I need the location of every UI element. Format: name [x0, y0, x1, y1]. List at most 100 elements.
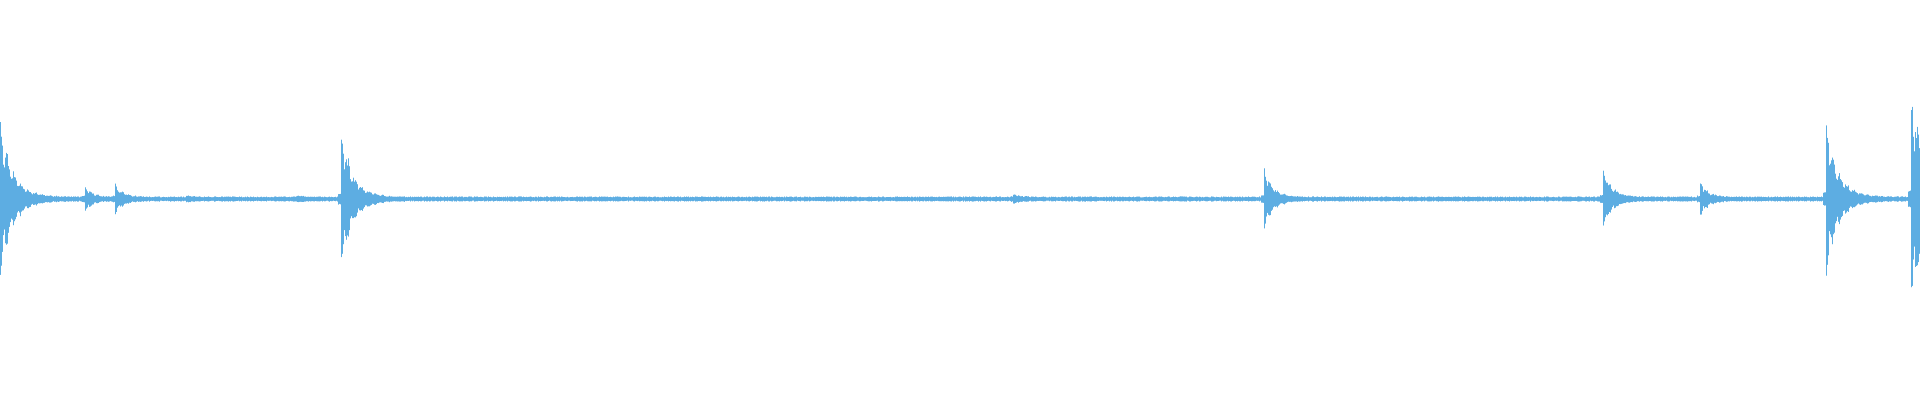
waveform-column — [616, 196, 617, 202]
waveform-column — [1328, 197, 1329, 202]
waveform-column — [164, 197, 165, 201]
waveform-column — [1321, 196, 1322, 202]
waveform-column — [1807, 197, 1808, 201]
waveform-column — [236, 197, 237, 201]
waveform-column — [644, 196, 645, 202]
waveform-column — [1277, 190, 1278, 208]
waveform-column — [295, 196, 296, 202]
waveform-column — [630, 197, 631, 201]
waveform-column — [1438, 196, 1439, 202]
waveform-column — [1481, 197, 1482, 201]
waveform-column — [1066, 196, 1067, 202]
waveform-column — [701, 196, 702, 202]
waveform-column — [898, 197, 899, 202]
waveform-column — [328, 196, 329, 202]
waveform-column — [1723, 196, 1724, 203]
waveform-column — [1612, 190, 1613, 207]
waveform-column — [672, 197, 673, 202]
waveform-column — [276, 196, 277, 202]
waveform-column — [1270, 183, 1271, 216]
waveform-column — [138, 196, 139, 202]
waveform-column — [870, 197, 871, 202]
waveform-column — [134, 196, 135, 202]
waveform-column — [327, 197, 328, 201]
waveform-column — [587, 196, 588, 202]
waveform-column — [351, 181, 352, 217]
waveform-column — [1557, 197, 1558, 201]
waveform-column — [720, 196, 721, 202]
waveform-column — [1387, 196, 1388, 202]
waveform-column — [1541, 197, 1542, 201]
waveform-column — [1006, 197, 1007, 201]
waveform-column — [678, 196, 679, 202]
waveform-column — [830, 196, 831, 202]
waveform-column — [566, 197, 567, 201]
waveform-column — [1171, 197, 1172, 201]
waveform-column — [1255, 196, 1256, 202]
waveform-column — [85, 187, 86, 211]
waveform-column — [1012, 196, 1013, 202]
waveform-column — [739, 196, 740, 201]
waveform-column — [493, 196, 494, 202]
waveform-column — [41, 194, 42, 204]
waveform-column — [384, 196, 385, 202]
waveform-column — [1298, 196, 1299, 202]
waveform-column — [1605, 180, 1606, 218]
waveform-column — [451, 196, 452, 202]
waveform-column — [1542, 197, 1543, 201]
waveform-column — [419, 197, 420, 201]
waveform-column — [1329, 196, 1330, 202]
waveform-column — [982, 197, 983, 201]
waveform-column — [75, 196, 76, 202]
waveform-column — [1031, 196, 1032, 202]
waveform-column — [1891, 196, 1892, 202]
waveform-column — [1175, 196, 1176, 202]
waveform-column — [238, 197, 239, 201]
waveform-column — [935, 197, 936, 201]
waveform-column — [966, 196, 967, 202]
waveform-column — [390, 196, 391, 202]
waveform-column — [1319, 197, 1320, 202]
waveform-column — [958, 196, 959, 202]
waveform-column — [1643, 196, 1644, 202]
waveform-column — [927, 197, 928, 201]
waveform-column — [131, 195, 132, 203]
waveform-column — [2, 145, 3, 252]
waveform-column — [1268, 181, 1269, 215]
waveform-column — [132, 196, 133, 202]
waveform-column — [90, 191, 91, 207]
waveform-column — [417, 196, 418, 202]
waveform-column — [1808, 197, 1809, 201]
waveform-column — [1324, 196, 1325, 202]
waveform-column — [356, 181, 357, 217]
waveform-column — [1010, 196, 1011, 202]
waveform-column — [1336, 197, 1337, 201]
waveform-column — [1589, 196, 1590, 202]
waveform-column — [13, 171, 14, 226]
waveform-column — [1413, 197, 1414, 201]
waveform-column — [218, 197, 219, 201]
waveform-column — [1583, 197, 1584, 201]
waveform-column — [1767, 197, 1768, 201]
waveform-column — [1724, 196, 1725, 201]
waveform-column — [658, 196, 659, 202]
waveform-column — [746, 196, 747, 202]
waveform-column — [773, 197, 774, 201]
waveform-column — [1453, 196, 1454, 202]
waveform-column — [652, 197, 653, 201]
waveform-column — [833, 196, 834, 202]
waveform-column — [748, 196, 749, 202]
waveform-column — [126, 194, 127, 204]
waveform-column — [1801, 197, 1802, 201]
waveform-column — [908, 197, 909, 201]
waveform-column — [1529, 197, 1530, 201]
waveform-column — [839, 197, 840, 201]
waveform-column — [694, 197, 695, 201]
waveform-column — [1827, 137, 1828, 265]
waveform-column — [501, 196, 502, 202]
waveform-column — [1487, 196, 1488, 202]
waveform-column — [1659, 197, 1660, 201]
waveform-column — [1118, 197, 1119, 201]
waveform-column — [1305, 196, 1306, 201]
waveform-column — [1429, 196, 1430, 202]
